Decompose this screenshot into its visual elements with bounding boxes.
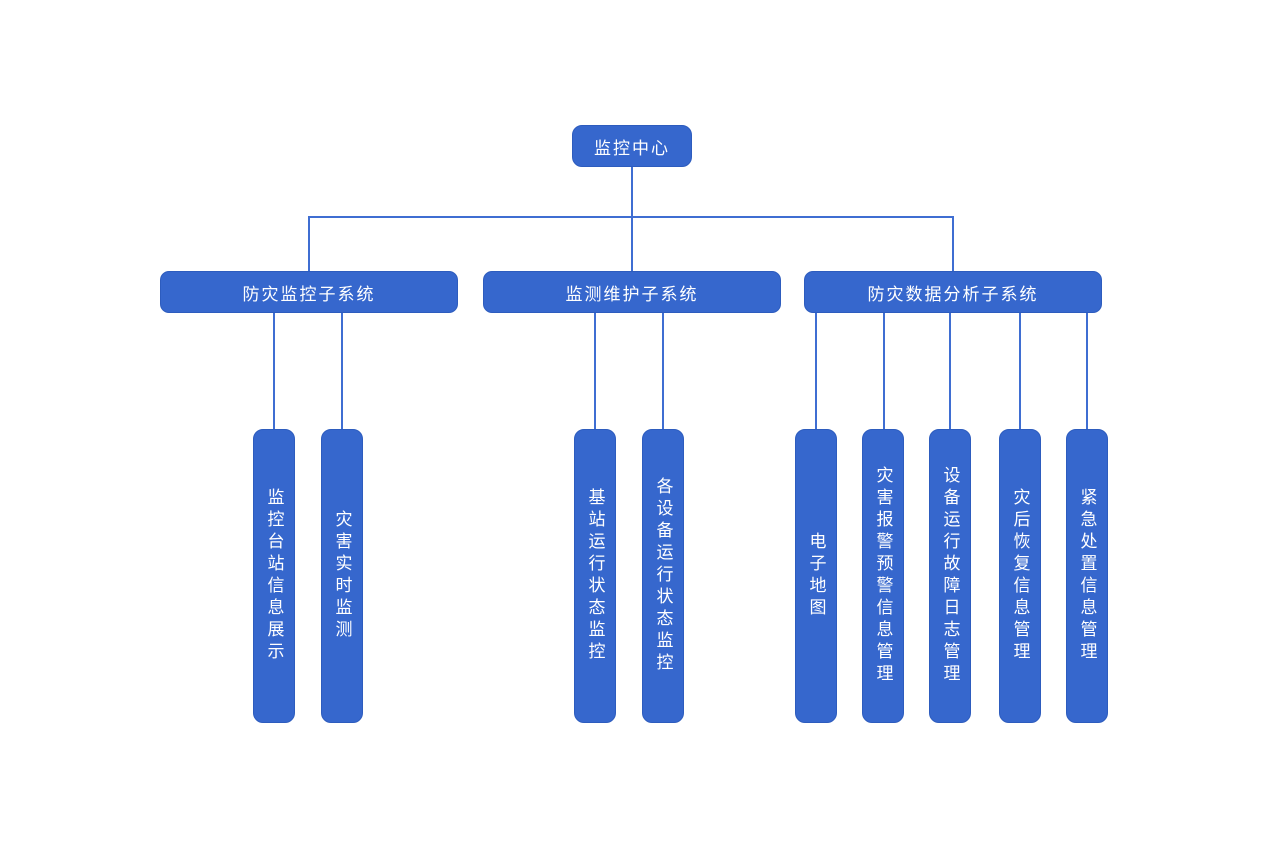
connector-line [1019,312,1021,429]
leaf-node-station-info-display: 监控台站信息展示 [253,429,295,723]
root-node-label: 监控中心 [594,138,670,158]
subsystem-node-label: 防灾数据分析子系统 [867,284,1039,304]
connector-line [308,216,953,218]
subsystem-node-disaster-prevention-monitoring: 防灾监控子系统 [160,271,458,313]
leaf-node-equipment-status-monitoring: 各设备运行状态监控 [642,429,684,723]
connector-line [662,312,664,429]
leaf-node-realtime-disaster-monitoring: 灾害实时监测 [321,429,363,723]
leaf-node-label: 监控台站信息展示 [264,488,284,664]
connector-line [631,216,633,272]
connector-line [341,312,343,429]
leaf-node-base-station-status-monitoring: 基站运行状态监控 [574,429,616,723]
leaf-node-label: 紧急处置信息管理 [1077,488,1097,664]
subsystem-node-monitoring-maintenance: 监测维护子系统 [483,271,781,313]
connector-line [952,216,954,272]
connector-line [631,166,633,216]
leaf-node-label: 设备运行故障日志管理 [940,466,960,686]
leaf-node-label: 电子地图 [806,532,826,620]
connector-line [594,312,596,429]
connector-line [1086,312,1088,429]
leaf-node-emergency-disposal-info-management: 紧急处置信息管理 [1066,429,1108,723]
leaf-node-alarm-warning-info-management: 灾害报警预警信息管理 [862,429,904,723]
subsystem-node-disaster-data-analysis: 防灾数据分析子系统 [804,271,1102,313]
connector-line [308,216,310,272]
subsystem-node-label: 防灾监控子系统 [242,284,376,304]
leaf-node-label: 基站运行状态监控 [585,488,605,664]
subsystem-node-label: 监测维护子系统 [565,284,699,304]
leaf-node-label: 灾害报警预警信息管理 [873,466,893,686]
connector-line [273,312,275,429]
connector-line [883,312,885,429]
leaf-node-label: 灾后恢复信息管理 [1010,488,1030,664]
root-node-monitoring-center: 监控中心 [572,125,692,167]
connector-line [815,312,817,429]
connector-line [949,312,951,429]
leaf-node-post-disaster-recovery-info-management: 灾后恢复信息管理 [999,429,1041,723]
leaf-node-label: 灾害实时监测 [332,510,352,642]
leaf-node-label: 各设备运行状态监控 [653,477,673,675]
leaf-node-fault-log-management: 设备运行故障日志管理 [929,429,971,723]
leaf-node-electronic-map: 电子地图 [795,429,837,723]
